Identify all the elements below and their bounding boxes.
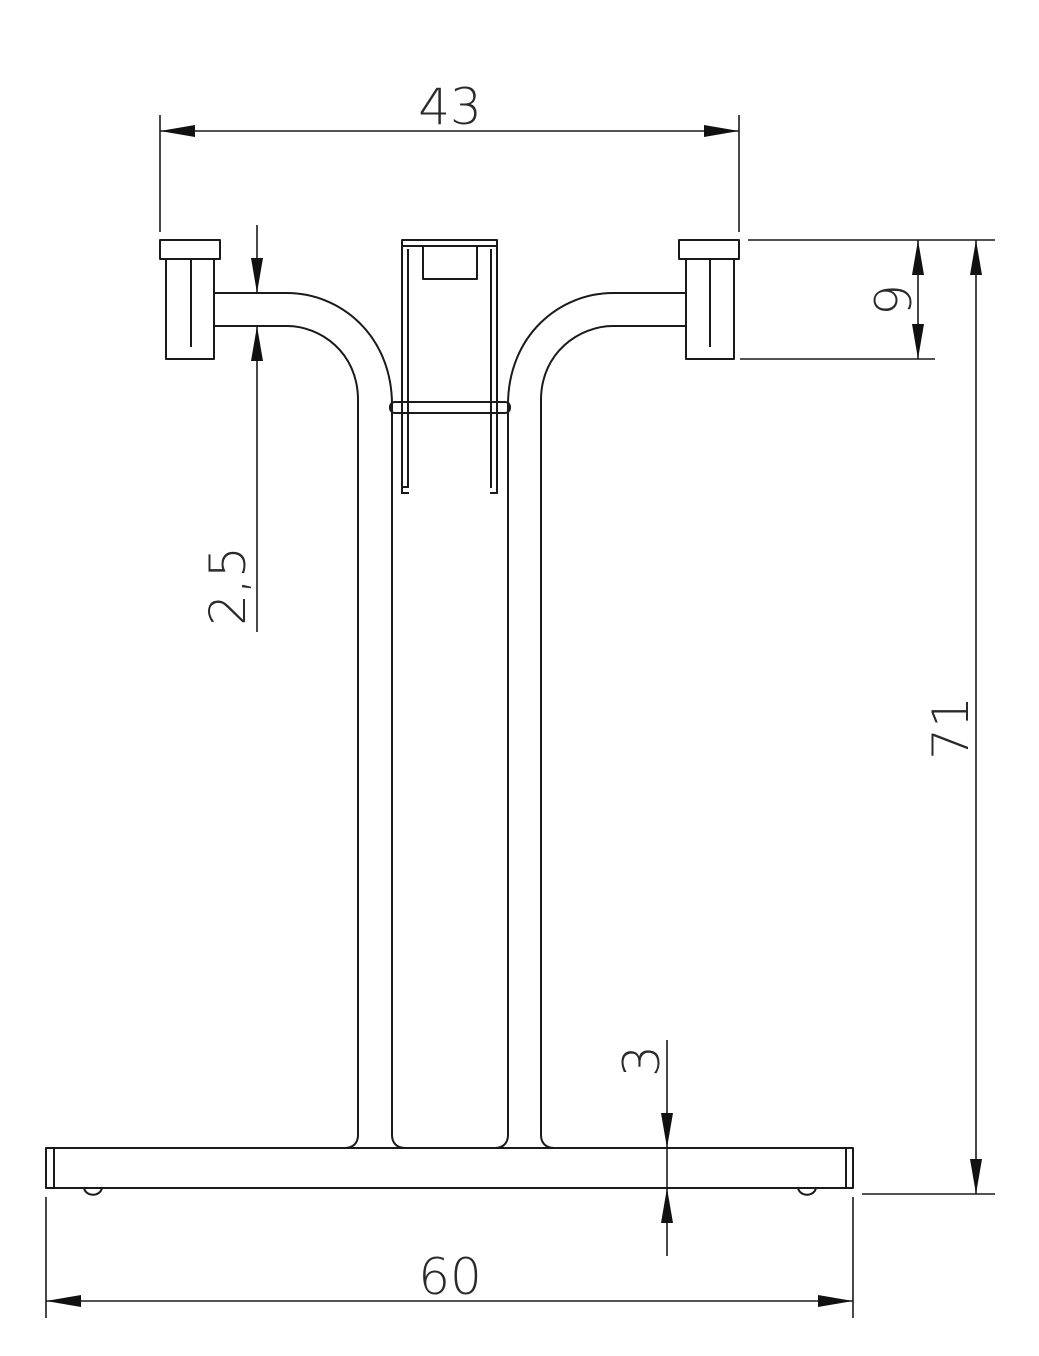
dimension-base-thickness: 3 <box>613 1040 673 1256</box>
left-hook <box>159 239 221 360</box>
base-plate-body <box>45 1147 854 1189</box>
clamp-band <box>389 401 511 414</box>
dimension-text-total-height: 71 <box>922 696 980 760</box>
stand-outline <box>45 239 854 1196</box>
left-foot <box>82 1186 104 1196</box>
right-foot <box>796 1186 818 1196</box>
left-hook-cap <box>159 239 221 260</box>
dimension-hook-height: 9 <box>740 239 995 360</box>
dimension-text-base-thickness: 3 <box>613 1045 671 1077</box>
left-arm-tube <box>213 292 407 1150</box>
dimension-text-base-width: 60 <box>418 1248 482 1306</box>
right-arm-tube <box>493 292 687 1150</box>
right-hook <box>678 239 740 360</box>
dimension-text-tube-diameter: 2,5 <box>199 546 257 626</box>
dimension-arm-span: 43 <box>159 78 740 232</box>
base-plate <box>45 1147 854 1196</box>
center-bracket <box>389 239 511 494</box>
dimension-text-hook-height: 9 <box>865 284 923 316</box>
dimension-total-height: 71 <box>862 240 995 1195</box>
right-hook-cap <box>678 239 740 260</box>
dimension-text-arm-span: 43 <box>418 78 482 136</box>
dimension-lines: 43 9 2,5 71 <box>45 78 995 1318</box>
dimension-base-width: 60 <box>45 1197 854 1318</box>
bracket-notch <box>422 245 478 280</box>
dimension-tube-diameter: 2,5 <box>199 225 263 632</box>
